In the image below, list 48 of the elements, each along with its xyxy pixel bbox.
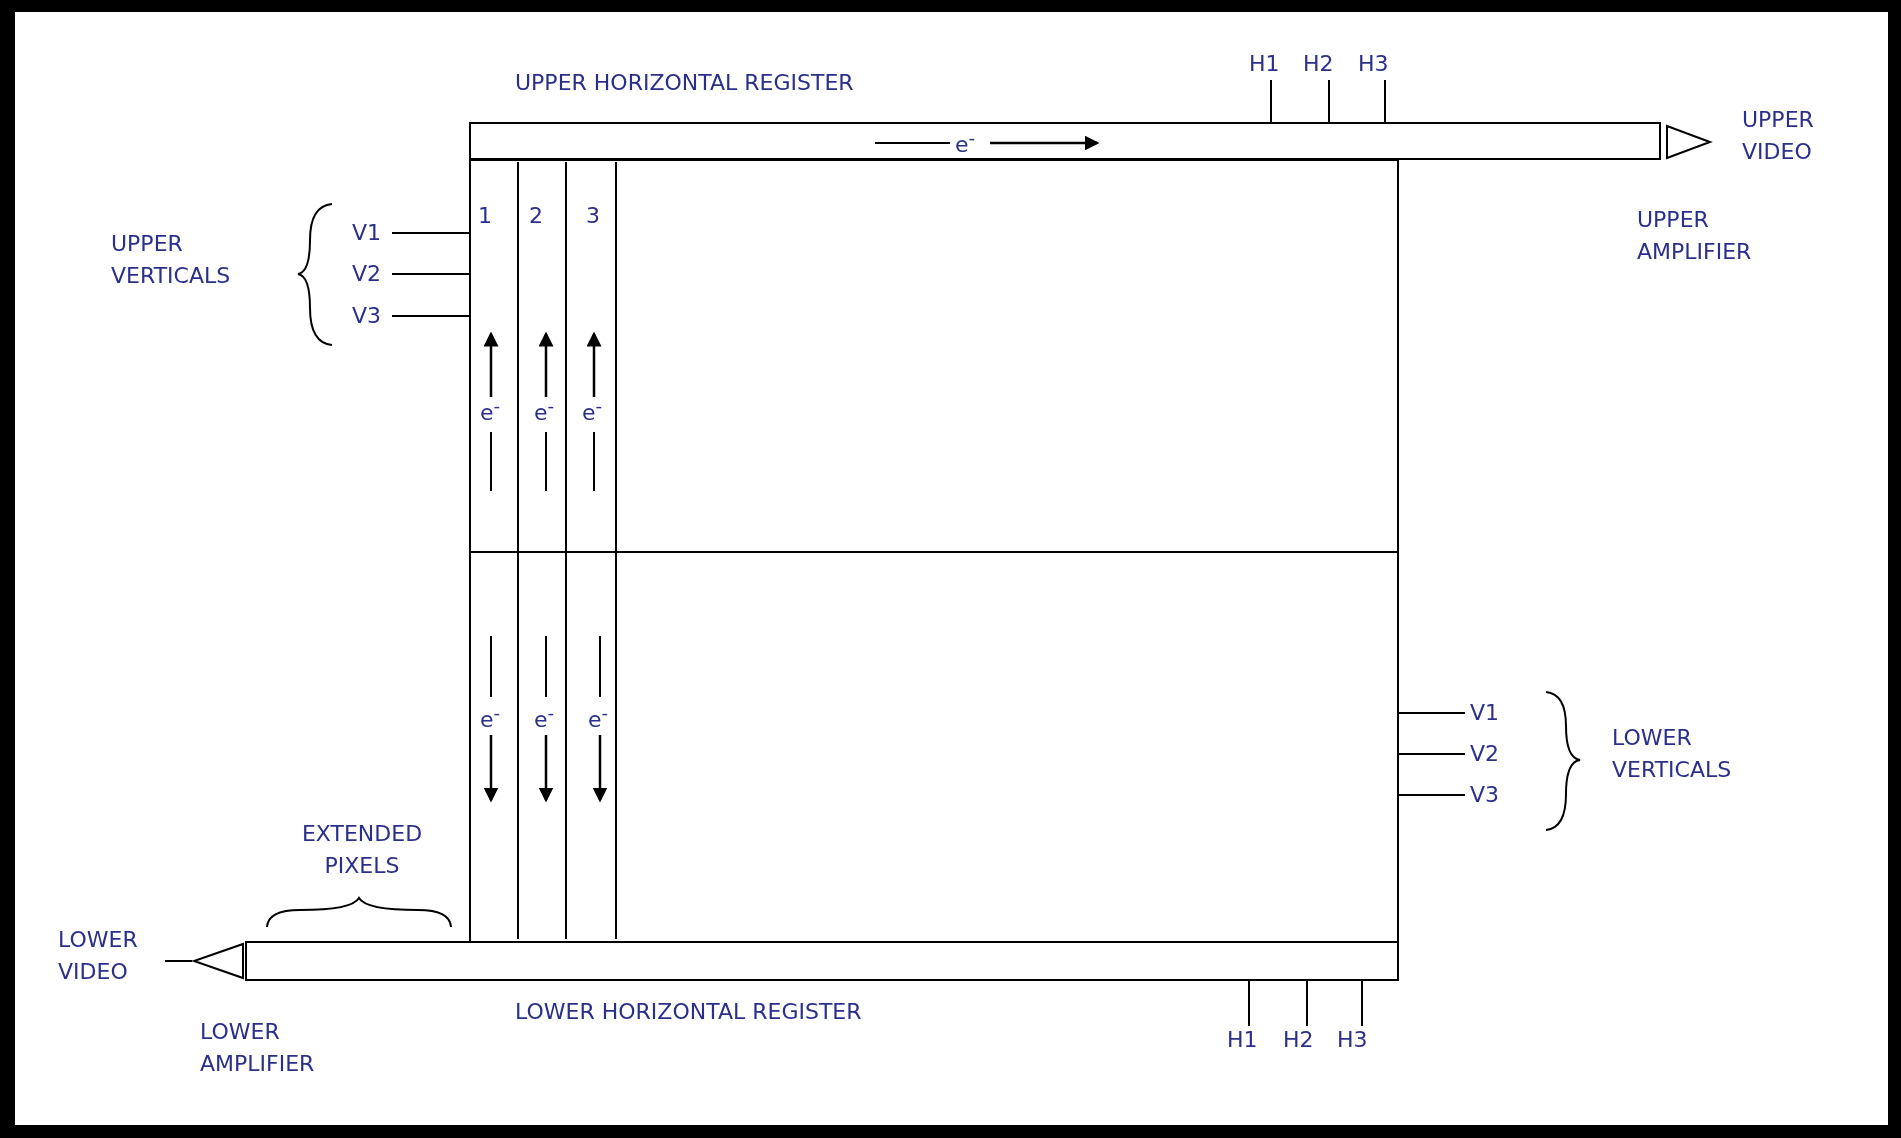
charge-label: e$^{-}$	[955, 126, 976, 160]
pin-label: V1	[352, 217, 382, 249]
pin-label: V2	[352, 258, 382, 290]
register-bar	[469, 122, 1661, 160]
pin-line	[391, 315, 470, 317]
pin-label: H2	[1283, 1024, 1314, 1056]
register-bar	[245, 941, 1399, 981]
pin-line	[1398, 712, 1466, 714]
pin-label: H2	[1303, 48, 1334, 80]
amplifier-triangle	[1665, 124, 1713, 160]
pin-label: H1	[1249, 48, 1280, 80]
column-number: 1	[478, 202, 492, 230]
clock-group-label: LOWER VERTICALS	[1612, 724, 1733, 784]
pin-label: V3	[1470, 779, 1500, 811]
amplifier-triangle	[191, 942, 245, 980]
column-number: 3	[586, 202, 600, 230]
output-label: UPPER VIDEO	[1742, 106, 1815, 166]
pin-label: V1	[1470, 697, 1500, 729]
pin-line	[1270, 79, 1272, 123]
pin-line	[391, 273, 470, 275]
amplifier-label: LOWER AMPLIFIER	[200, 1018, 316, 1078]
charge-label: e$^{-}$	[534, 394, 555, 428]
pin-label: V2	[1470, 738, 1500, 770]
brace-label: EXTENDED PIXELS	[300, 820, 424, 880]
register-title: UPPER HORIZONTAL REGISTER	[515, 69, 854, 97]
pin-line	[1306, 980, 1308, 1027]
pin-line	[1328, 79, 1330, 123]
charge-label: e$^{-}$	[480, 701, 501, 735]
charge-label: e$^{-}$	[534, 701, 555, 735]
register-title: LOWER HORIZONTAL REGISTER	[515, 998, 862, 1026]
pin-label: H1	[1227, 1024, 1258, 1056]
pin-line	[1361, 980, 1363, 1027]
pin-line	[1398, 753, 1466, 755]
charge-label: e$^{-}$	[480, 394, 501, 428]
pixel-array-box	[469, 159, 1399, 943]
column-number: 2	[529, 202, 543, 230]
pin-label: V3	[352, 300, 382, 332]
output-label: LOWER VIDEO	[58, 926, 139, 986]
pin-line	[1384, 79, 1386, 123]
clock-group-label: UPPER VERTICALS	[111, 230, 232, 290]
pin-line	[1248, 980, 1250, 1027]
charge-label: e$^{-}$	[582, 394, 603, 428]
charge-label: e$^{-}$	[588, 701, 609, 735]
pin-line	[391, 232, 470, 234]
pin-label: H3	[1337, 1024, 1368, 1056]
pin-label: H3	[1358, 48, 1389, 80]
amplifier-label: UPPER AMPLIFIER	[1637, 206, 1753, 266]
pin-line	[1398, 794, 1466, 796]
